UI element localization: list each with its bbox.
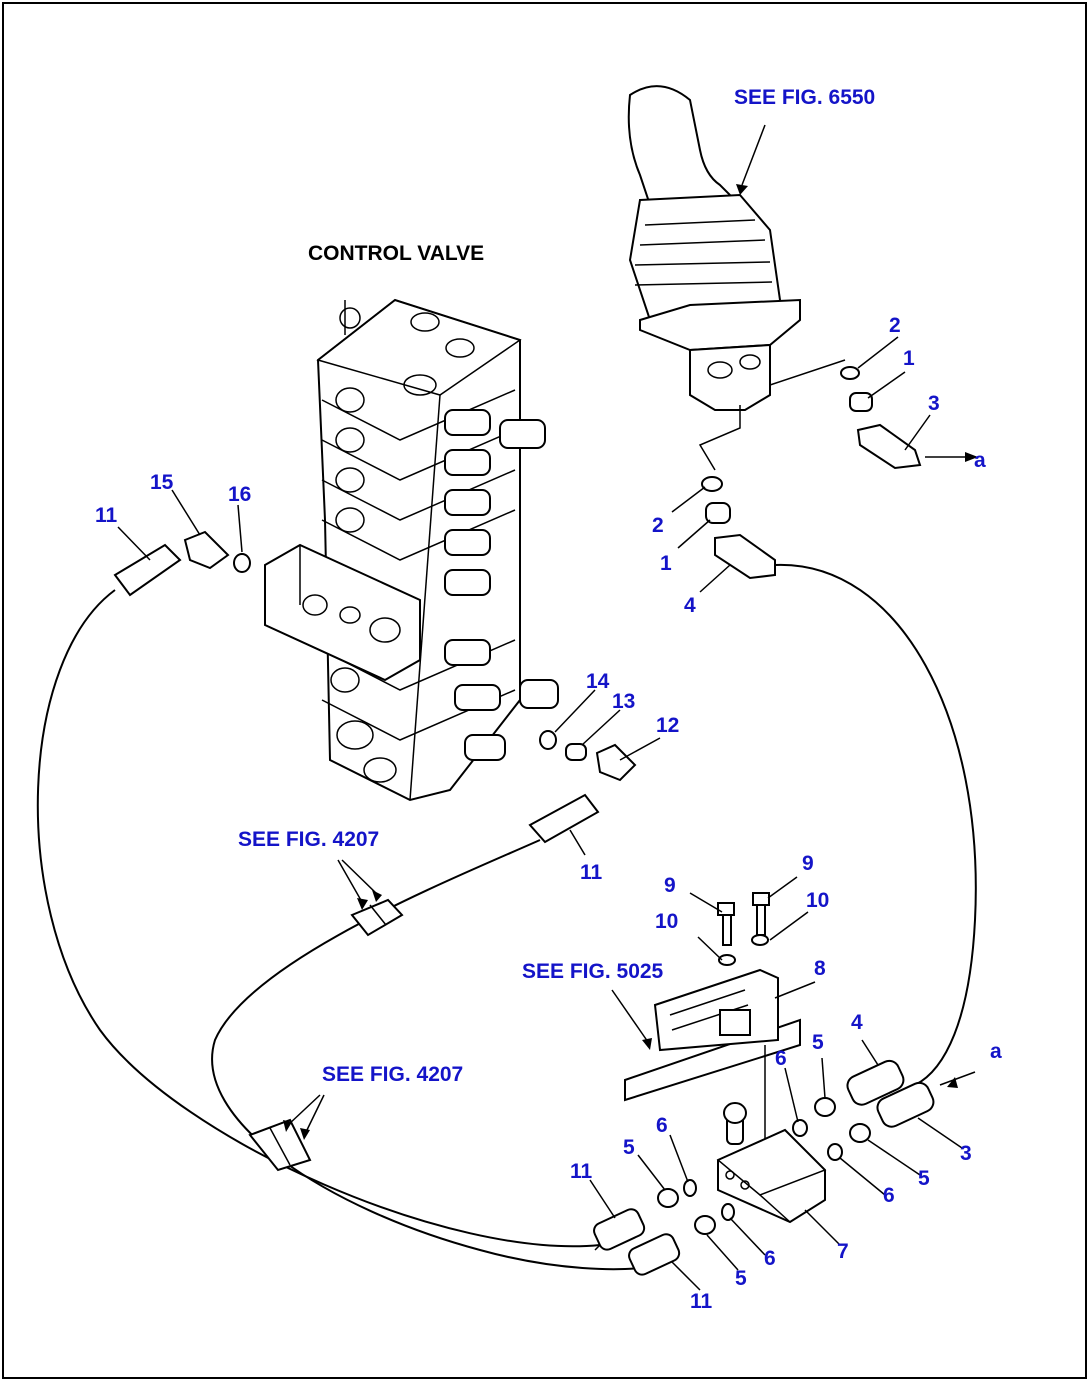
- callout-3-lower: 3: [960, 1142, 972, 1165]
- callout-12: 12: [656, 714, 679, 737]
- callout-10-left: 10: [655, 910, 678, 933]
- callout-8: 8: [814, 957, 826, 980]
- callout-11-left: 11: [95, 504, 118, 527]
- callout-9-left: 9: [664, 874, 676, 897]
- fittings-left: [113, 530, 251, 597]
- joystick-port-line-lower: [698, 405, 741, 471]
- callout-3-upper: 3: [928, 392, 940, 415]
- callout-14: 14: [586, 670, 610, 693]
- selector-valve-block: [716, 1102, 827, 1224]
- fittings-upper-right: [840, 366, 922, 470]
- callout-11-center: 11: [580, 861, 603, 884]
- hose-clamp-lower: [248, 1118, 312, 1172]
- leader-lines: [117, 124, 963, 1291]
- ref-fig-5025[interactable]: SEE FIG. 5025: [522, 960, 664, 983]
- callout-5-upper-right: 5: [812, 1031, 824, 1054]
- joystick-lever: [627, 85, 801, 411]
- fittings-lower-right: [792, 1059, 935, 1161]
- callout-9-right: 9: [802, 852, 814, 875]
- callout-6-lower-right: 6: [883, 1184, 895, 1207]
- callout-16: 16: [228, 483, 251, 506]
- callout-6-left: 6: [656, 1114, 668, 1137]
- connector-a-upper: a: [974, 449, 986, 472]
- callout-5-bottom: 5: [735, 1267, 747, 1290]
- callout-4-lower: 4: [851, 1011, 863, 1034]
- callout-13: 13: [612, 690, 635, 713]
- callout-11-bottom-a: 11: [570, 1160, 593, 1183]
- hose-clamp-upper: [350, 898, 404, 937]
- callout-1-upper: 1: [903, 347, 915, 370]
- fittings-center: [528, 730, 637, 844]
- callout-11-bottom-b: 11: [690, 1290, 713, 1313]
- callout-6-bottom: 6: [764, 1247, 776, 1270]
- control-valve-body: [264, 298, 559, 802]
- fittings-lower-left: [593, 1179, 735, 1276]
- joystick-port-line-upper: [769, 359, 846, 386]
- callout-7: 7: [837, 1240, 849, 1263]
- ref-fig-6550[interactable]: SEE FIG. 6550: [734, 86, 875, 109]
- connector-a-lower: a: [990, 1040, 1002, 1063]
- callout-5-lower-right: 5: [918, 1167, 930, 1190]
- callout-5-left: 5: [623, 1136, 635, 1159]
- callout-6-upper-right: 6: [775, 1047, 787, 1070]
- bracket-assembly: [624, 892, 801, 1102]
- callout-10-right: 10: [806, 889, 829, 912]
- callout-15: 15: [150, 471, 174, 494]
- ref-fig-4207-lower[interactable]: SEE FIG. 4207: [322, 1063, 463, 1086]
- fittings-middle: [701, 476, 776, 580]
- callout-2-mid: 2: [652, 514, 664, 537]
- callout-1-mid: 1: [660, 552, 672, 575]
- callout-2-upper: 2: [889, 314, 901, 337]
- label-control-valve: CONTROL VALVE: [308, 242, 484, 265]
- valve-sections: [321, 387, 559, 783]
- callout-4-mid: 4: [684, 594, 696, 617]
- ref-fig-4207-upper[interactable]: SEE FIG. 4207: [238, 828, 379, 851]
